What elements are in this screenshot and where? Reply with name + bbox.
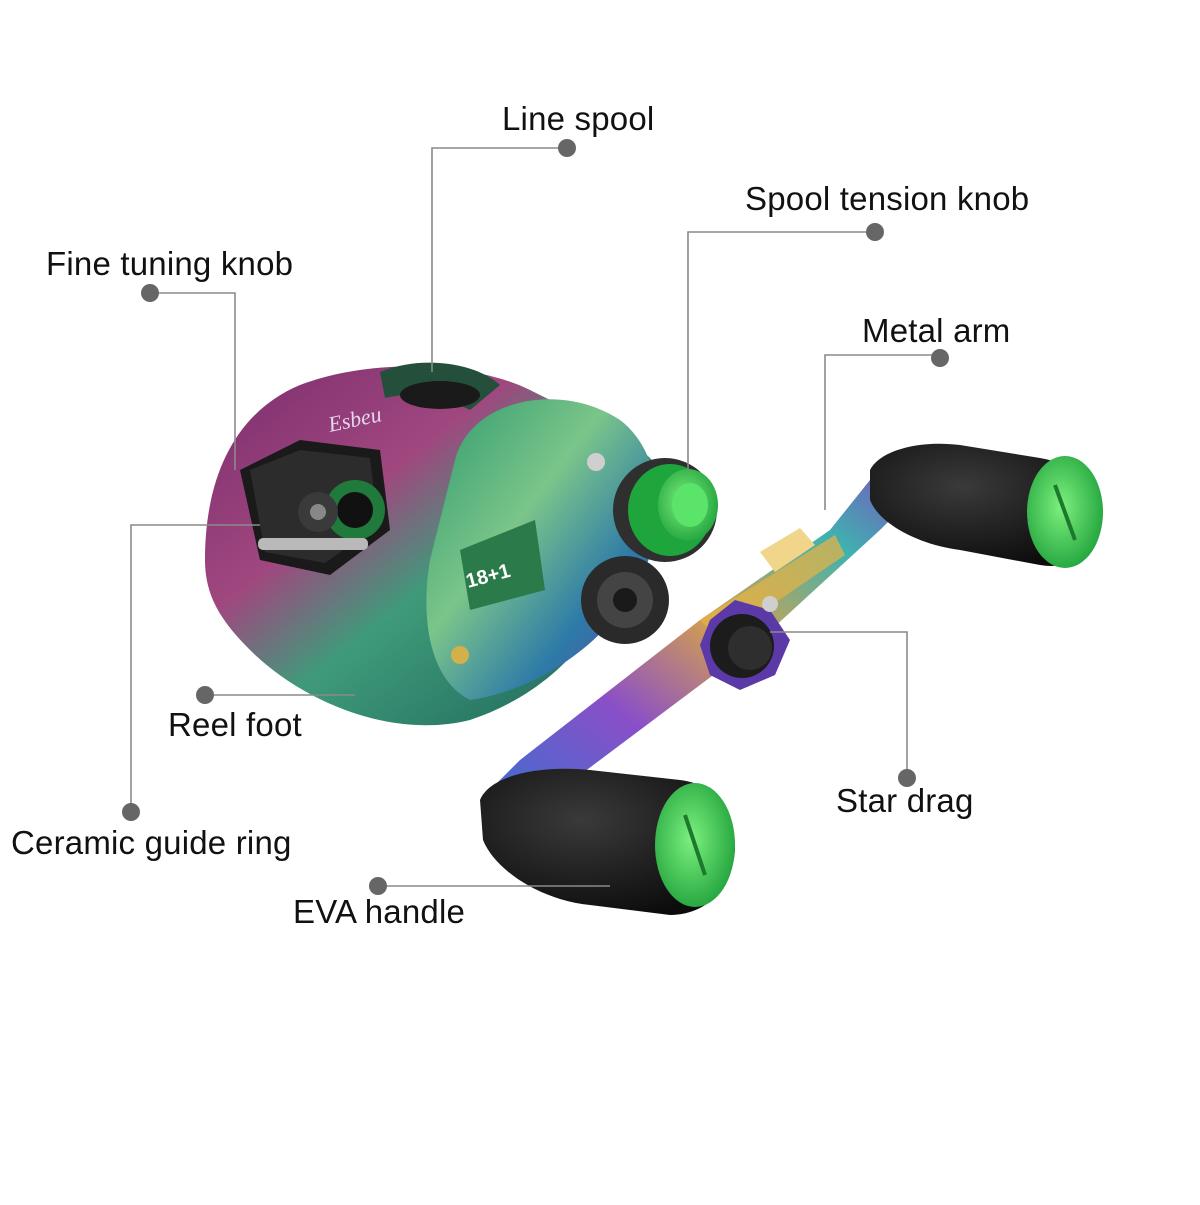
dot-metal-arm	[931, 349, 949, 367]
label-star-drag: Star drag	[836, 782, 974, 819]
dot-reel-foot	[196, 686, 214, 704]
label-eva-handle: EVA handle	[293, 893, 466, 930]
leader-lines	[130, 147, 940, 887]
star-drag	[700, 596, 790, 690]
leader-line-ceramic-guide	[130, 524, 260, 812]
label-fine-tuning-knob: Fine tuning knob	[46, 245, 294, 282]
dot-star-drag	[898, 769, 916, 787]
dot-spool-tension-knob	[866, 223, 884, 241]
spool-tension-knob	[613, 458, 718, 562]
leader-line-metal-arm	[824, 354, 940, 510]
label-ceramic-guide-ring: Ceramic guide ring	[11, 824, 292, 861]
label-spool-tension-knob: Spool tension knob	[745, 180, 1030, 217]
leader-line-spool-tension-knob	[687, 231, 875, 470]
leader-dots	[122, 139, 949, 895]
reel-body: Esbeu 18+1	[205, 362, 660, 726]
label-reel-foot: Reel foot	[168, 706, 302, 743]
label-line-spool: Line spool	[502, 100, 655, 137]
eva-handle-top	[870, 443, 1103, 568]
eva-handle-bottom	[480, 768, 735, 915]
drag-hub	[581, 556, 669, 644]
label-metal-arm: Metal arm	[862, 312, 1011, 349]
dot-fine-tuning-knob	[141, 284, 159, 302]
dot-eva-handle	[369, 877, 387, 895]
dot-ceramic-guide	[122, 803, 140, 821]
leader-line-line-spool	[431, 147, 567, 372]
leader-line-fine-tuning-knob	[150, 292, 236, 470]
leader-line-star-drag	[770, 631, 908, 778]
dot-line-spool	[558, 139, 576, 157]
